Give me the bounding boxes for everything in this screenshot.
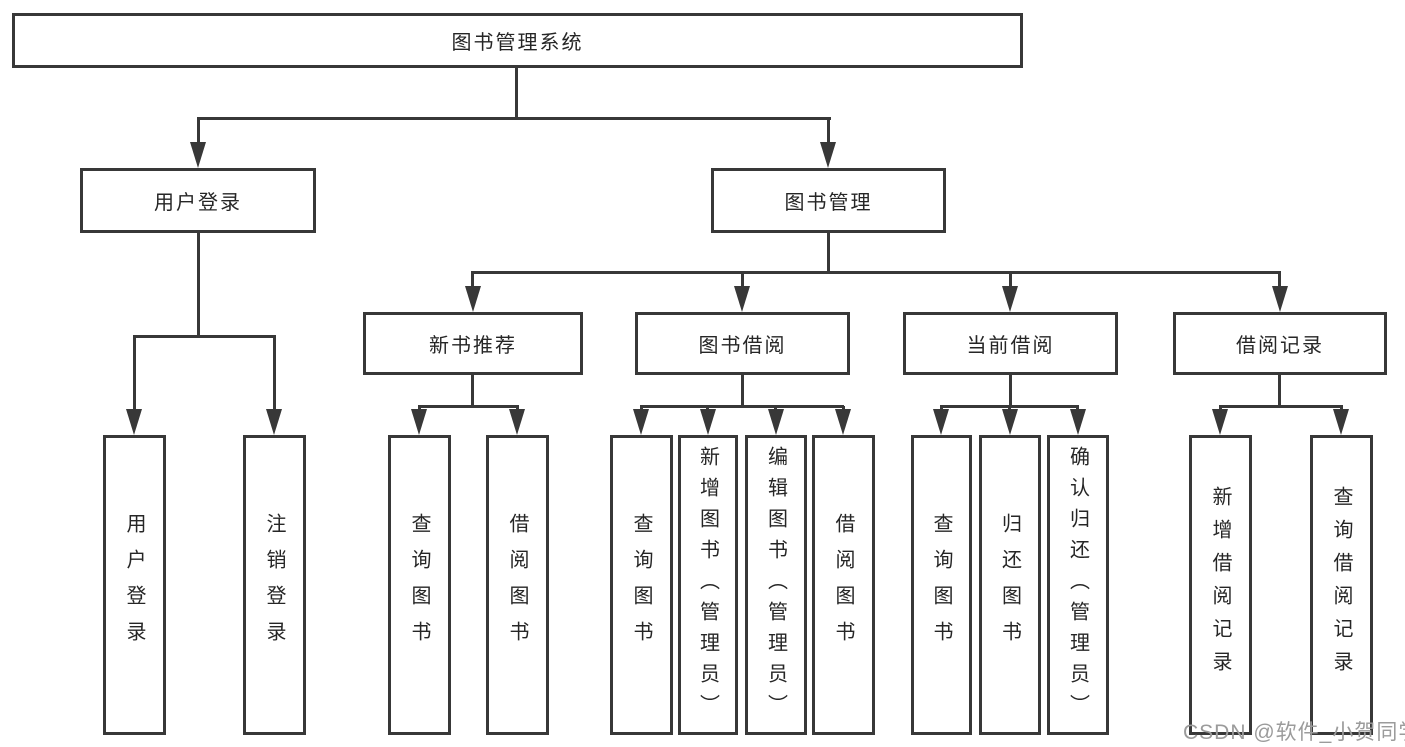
leaf-add-borrow-record: 新增借阅记录 xyxy=(1189,435,1252,735)
connector-line xyxy=(515,68,518,118)
arrow-down-icon xyxy=(734,286,750,312)
connector-line xyxy=(197,118,200,144)
arrow-down-icon xyxy=(1333,409,1349,435)
leaf-logout: 注销登录 xyxy=(243,435,306,735)
arrow-down-icon xyxy=(1272,286,1288,312)
arrow-down-icon xyxy=(509,409,525,435)
arrow-down-icon xyxy=(1070,409,1086,435)
node-book-management: 图书管理 xyxy=(711,168,946,233)
arrow-down-icon xyxy=(411,409,427,435)
connector-line xyxy=(640,405,844,408)
connector-line xyxy=(197,233,200,337)
connector-line xyxy=(1278,272,1281,288)
arrow-down-icon xyxy=(933,409,949,435)
leaf-borrow-books-recommend: 借阅图书 xyxy=(486,435,549,735)
node-system-root: 图书管理系统 xyxy=(12,13,1023,68)
arrow-down-icon xyxy=(700,409,716,435)
arrow-down-icon xyxy=(1212,409,1228,435)
arrow-down-icon xyxy=(190,142,206,168)
leaf-confirm-return-admin: 确认归还（管理员） xyxy=(1047,435,1109,735)
node-new-book-recommend: 新书推荐 xyxy=(363,312,583,375)
leaf-user-login: 用户登录 xyxy=(103,435,166,735)
leaf-add-book-admin: 新增图书（管理员） xyxy=(678,435,738,735)
arrow-down-icon xyxy=(835,409,851,435)
leaf-borrow-books-borrowing: 借阅图书 xyxy=(812,435,875,735)
connector-line xyxy=(471,272,474,288)
arrow-down-icon xyxy=(633,409,649,435)
node-borrowing-records: 借阅记录 xyxy=(1173,312,1387,375)
leaf-edit-book-admin: 编辑图书（管理员） xyxy=(745,435,807,735)
arrow-down-icon xyxy=(465,286,481,312)
leaf-query-books-current: 查询图书 xyxy=(911,435,972,735)
connector-line xyxy=(1009,375,1012,407)
leaf-query-borrow-record: 查询借阅记录 xyxy=(1310,435,1373,735)
connector-line xyxy=(741,272,744,288)
csdn-watermark: CSDN @软件_小贺同学 xyxy=(1183,721,1405,744)
connector-line xyxy=(197,117,831,120)
connector-line xyxy=(1219,405,1343,408)
arrow-down-icon xyxy=(1002,409,1018,435)
connector-line xyxy=(1278,375,1281,407)
leaf-query-books-borrowing: 查询图书 xyxy=(610,435,673,735)
arrow-down-icon xyxy=(820,142,836,168)
leaf-query-books-recommend: 查询图书 xyxy=(388,435,451,735)
connector-line xyxy=(827,233,830,273)
leaf-return-book: 归还图书 xyxy=(979,435,1041,735)
connector-line xyxy=(827,118,830,144)
connector-line xyxy=(471,271,1281,274)
connector-line xyxy=(1009,272,1012,288)
arrow-down-icon xyxy=(768,409,784,435)
arrow-down-icon xyxy=(266,409,282,435)
connector-line xyxy=(741,375,744,407)
connector-line xyxy=(133,335,276,338)
connector-line xyxy=(273,336,276,410)
connector-line xyxy=(133,336,136,410)
connector-line xyxy=(471,375,474,407)
node-current-borrowing: 当前借阅 xyxy=(903,312,1118,375)
arrow-down-icon xyxy=(1002,286,1018,312)
arrow-down-icon xyxy=(126,409,142,435)
node-user-login: 用户登录 xyxy=(80,168,316,233)
connector-line xyxy=(418,405,519,408)
node-book-borrowing: 图书借阅 xyxy=(635,312,850,375)
